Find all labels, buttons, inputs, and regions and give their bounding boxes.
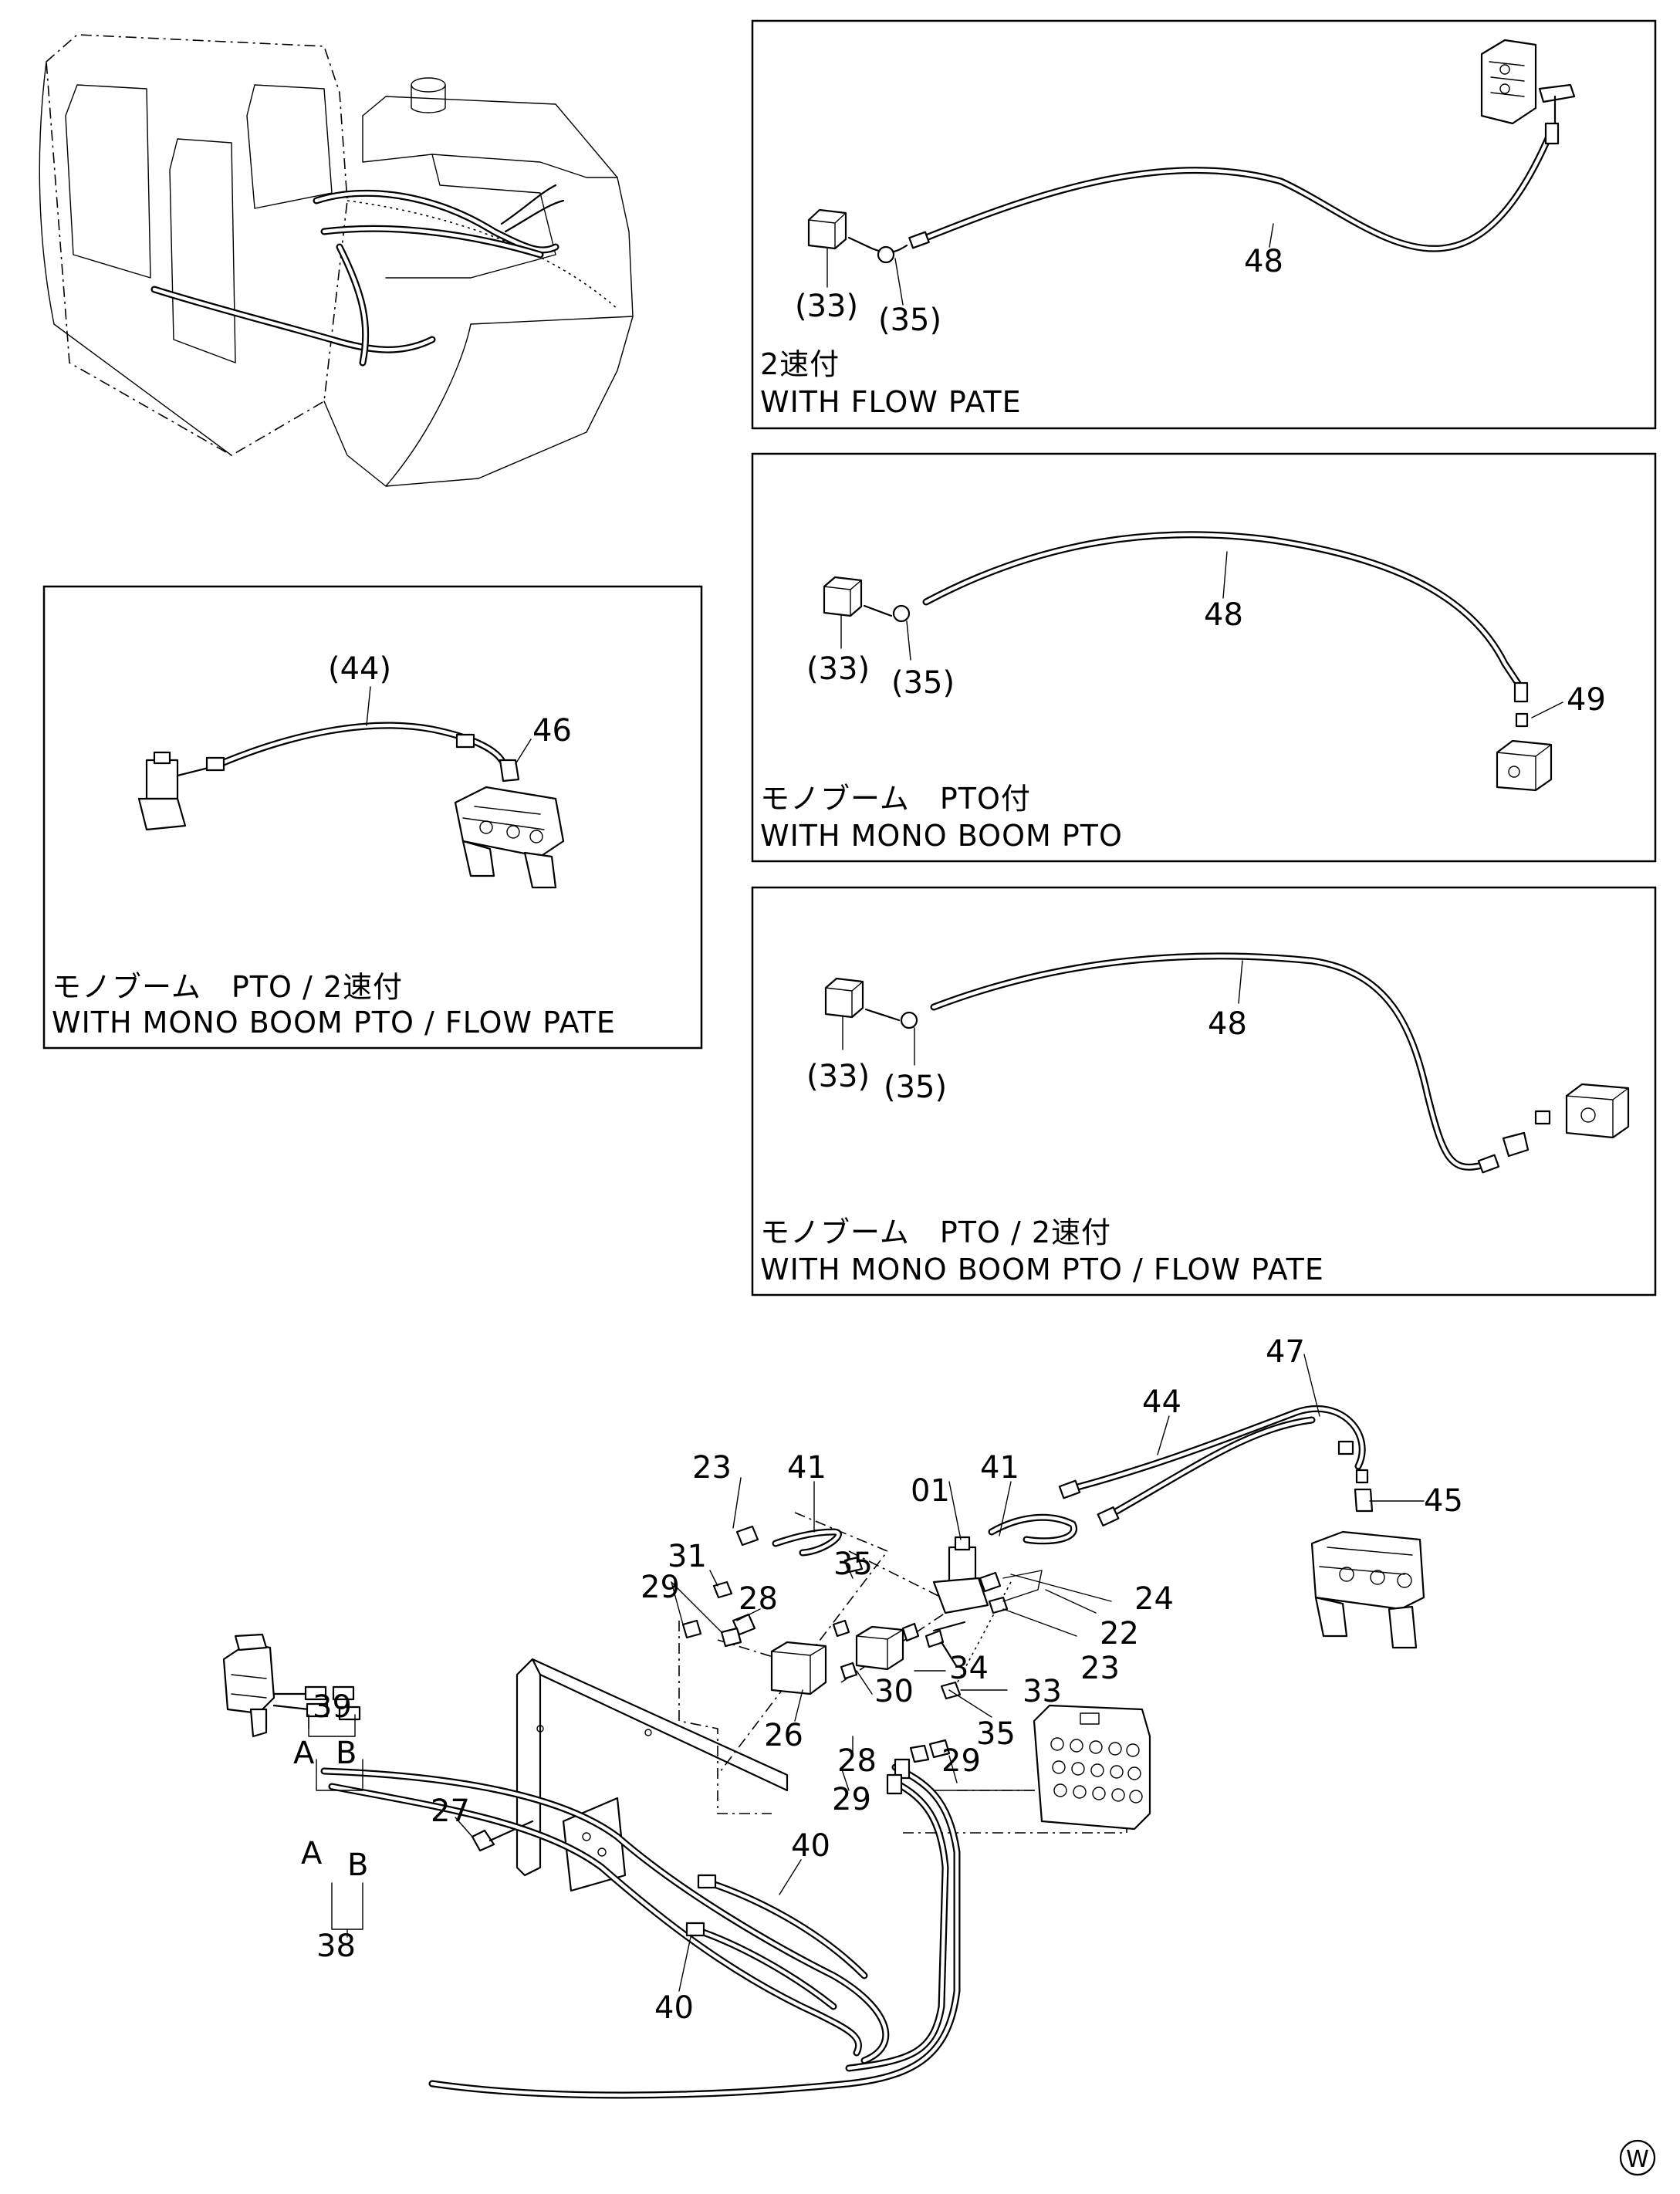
panel-with-mono-boom-pto-flow-pate-left: (44) 46 モノブーム PTO / 2速付 WITH MONO BOOM P… bbox=[42, 585, 703, 1050]
label-40: 40 bbox=[791, 1828, 830, 1864]
panel-frame bbox=[751, 886, 1657, 1296]
label-22: 22 bbox=[1100, 1616, 1139, 1651]
label-31: 31 bbox=[668, 1539, 707, 1574]
leader-lines bbox=[308, 1354, 1425, 1992]
caption-en: WITH MONO BOOM PTO bbox=[760, 819, 1123, 853]
label-46: 46 bbox=[532, 713, 572, 749]
label-23: 23 bbox=[692, 1450, 732, 1486]
panel-with-mono-boom-pto-flow-pate-right: (33) (35) 48 モノブーム PTO / 2速付 WITH MONO B… bbox=[751, 886, 1657, 1296]
label-33: (33) bbox=[806, 1059, 870, 1094]
label-41: 41 bbox=[787, 1450, 826, 1486]
label-33: 33 bbox=[1023, 1674, 1062, 1709]
label-35: (35) bbox=[884, 1070, 947, 1105]
caption-en: WITH MONO BOOM PTO / FLOW PATE bbox=[760, 1253, 1324, 1286]
label-48: 48 bbox=[1204, 597, 1243, 633]
label-39: 39 bbox=[313, 1689, 352, 1725]
caption-jp: モノブーム PTO / 2速付 bbox=[52, 970, 403, 1004]
label-24: 24 bbox=[1134, 1581, 1174, 1617]
label-47: 47 bbox=[1266, 1334, 1305, 1370]
label-b-lower: B bbox=[347, 1847, 368, 1883]
label-48: 48 bbox=[1208, 1006, 1247, 1042]
label-23: 23 bbox=[1080, 1651, 1120, 1686]
excavator-overview-illustration bbox=[39, 34, 634, 487]
label-26: 26 bbox=[764, 1718, 803, 1753]
caption-jp: モノブーム PTO / 2速付 bbox=[760, 1215, 1111, 1249]
label-38: 38 bbox=[316, 1929, 356, 1964]
label-33: (33) bbox=[795, 289, 858, 324]
label-41: 41 bbox=[980, 1450, 1019, 1486]
label-35: 35 bbox=[833, 1547, 873, 1582]
label-34: 34 bbox=[949, 1651, 989, 1686]
caption-en: WITH FLOW PATE bbox=[760, 385, 1022, 419]
label-48: 48 bbox=[1244, 244, 1283, 279]
valve-ports bbox=[1050, 1712, 1143, 1804]
label-40: 40 bbox=[654, 1990, 694, 2026]
label-a-lower: A bbox=[301, 1836, 323, 1871]
main-exploded-assembly: 47 44 45 41 41 23 01 31 35 24 22 23 29 2… bbox=[222, 1334, 1463, 2099]
label-28: 28 bbox=[739, 1581, 778, 1617]
label-01: 01 bbox=[911, 1473, 950, 1509]
panel-frame bbox=[42, 585, 703, 1050]
corner-mark-w: W bbox=[1619, 2139, 1656, 2176]
label-b-upper: B bbox=[336, 1736, 357, 1771]
caption-jp: 2速付 bbox=[760, 347, 840, 381]
label-44: (44) bbox=[328, 651, 391, 687]
label-44: 44 bbox=[1142, 1384, 1181, 1420]
corner-mark-letter: W bbox=[1626, 2146, 1649, 2173]
caption-en: WITH MONO BOOM PTO / FLOW PATE bbox=[52, 1006, 616, 1040]
label-27: 27 bbox=[431, 1793, 470, 1829]
label-29: 29 bbox=[832, 1782, 871, 1817]
label-45: 45 bbox=[1424, 1483, 1463, 1519]
label-49: 49 bbox=[1567, 682, 1606, 718]
label-29: 29 bbox=[641, 1570, 680, 1605]
label-30: 30 bbox=[874, 1674, 914, 1709]
label-35: 35 bbox=[976, 1716, 1016, 1752]
label-28: 28 bbox=[837, 1743, 877, 1779]
panel-frame bbox=[751, 452, 1657, 863]
panel-with-flow-pate: (33) (35) 48 2速付 WITH FLOW PATE bbox=[751, 19, 1657, 430]
label-35: (35) bbox=[878, 303, 941, 338]
label-35: (35) bbox=[891, 665, 955, 701]
panel-with-mono-boom-pto: (33) (35) 48 49 モノブーム PTO付 WITH MONO BOO… bbox=[751, 452, 1657, 863]
caption-jp: モノブーム PTO付 bbox=[760, 782, 1031, 816]
panel-frame bbox=[751, 19, 1657, 430]
label-29: 29 bbox=[941, 1743, 981, 1779]
label-33: (33) bbox=[806, 651, 870, 687]
label-a-upper: A bbox=[293, 1736, 315, 1771]
